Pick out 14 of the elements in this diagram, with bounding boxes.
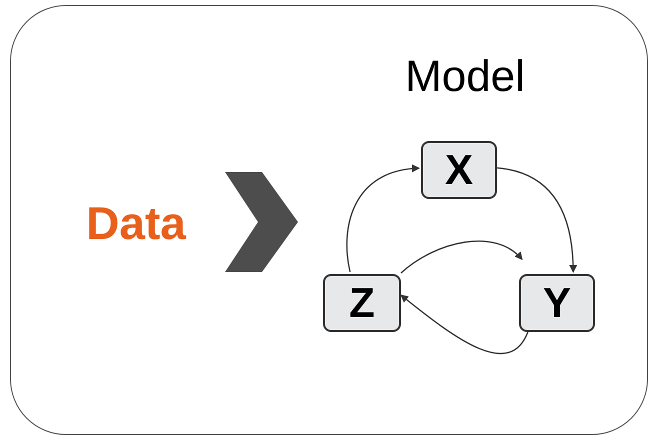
curved-arrow	[346, 164, 420, 272]
model-heading: Model	[404, 55, 525, 99]
data-label: Data	[86, 200, 186, 246]
variable-box	[519, 274, 595, 332]
variable-box	[421, 141, 497, 199]
curved-arrow	[400, 240, 523, 274]
variable-box	[323, 274, 401, 332]
variable-letter: Y	[542, 282, 571, 324]
rounded-frame	[10, 5, 648, 435]
variable-letter: Z	[349, 282, 375, 324]
chevron-arrow	[225, 172, 298, 272]
variable-letter: X	[444, 149, 473, 191]
curved-arrow	[400, 294, 528, 354]
curved-arrow	[496, 167, 577, 273]
